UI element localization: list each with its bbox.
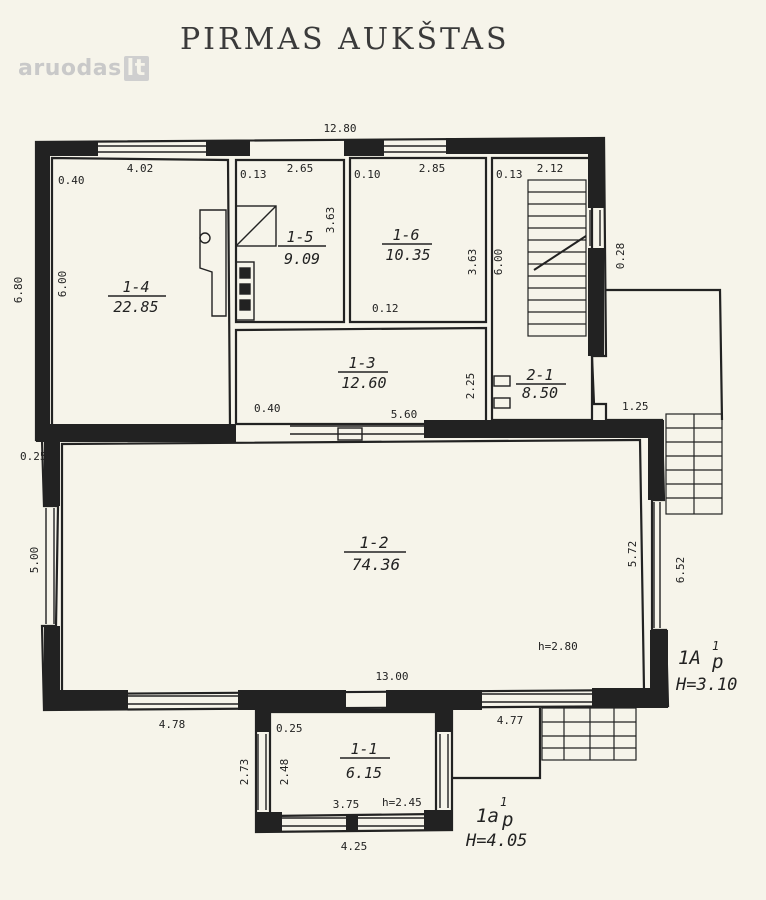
dim-wall-013-a: 0.13 bbox=[240, 168, 267, 181]
entrance-stairs bbox=[541, 707, 637, 761]
dim-hall-height-right: 5.72 bbox=[626, 541, 639, 568]
side-outline bbox=[452, 708, 542, 780]
dim-seg-477: 4.77 bbox=[497, 714, 524, 727]
dim-wall-010: 0.10 bbox=[354, 168, 381, 181]
dim-hall-bottom-width: 13.00 bbox=[375, 670, 408, 683]
dim-left-height: 6.80 bbox=[12, 277, 25, 304]
level-vest-p: p bbox=[501, 809, 513, 831]
room-1-6-id: 1-6 bbox=[392, 226, 419, 244]
dim-wall-012: 0.12 bbox=[372, 302, 399, 315]
dim-vest-outer-w: 4.25 bbox=[341, 840, 368, 853]
dim-vest-inner-h: 2.48 bbox=[278, 759, 291, 786]
windows bbox=[45, 145, 661, 827]
room-labels: 1-4 22.85 1-5 9.09 1-6 10.35 1-3 12.60 2… bbox=[108, 226, 566, 782]
room-1-6-wall bbox=[348, 156, 488, 324]
level-main-p: p bbox=[711, 651, 723, 673]
dim-room13-height: 2.25 bbox=[464, 373, 477, 400]
dim-overall-width: 12.80 bbox=[323, 122, 356, 135]
room-2-1-area: 8.50 bbox=[522, 384, 558, 402]
dim-wall-025-bottom: 0.25 bbox=[276, 722, 303, 735]
dim-room14-height: 6.00 bbox=[56, 271, 69, 298]
dim-wall-125: 1.25 bbox=[622, 400, 649, 413]
dim-wall-040-b: 0.40 bbox=[254, 402, 281, 415]
dim-room15-width: 2.65 bbox=[287, 162, 314, 175]
watermark-tld: lt bbox=[123, 56, 149, 81]
level-mark-vestibule: 1a 1 p H=4.05 bbox=[465, 795, 527, 851]
wall-fills bbox=[36, 138, 668, 832]
dim-room16-height: 3.63 bbox=[466, 249, 479, 276]
dim-hall-height-left: 5.00 bbox=[28, 547, 41, 574]
dim-wall-040-a: 0.40 bbox=[58, 174, 85, 187]
level-vest-code: 1a bbox=[476, 805, 499, 827]
dim-vest-inner-w: 3.75 bbox=[333, 798, 360, 811]
level-main-sup: 1 bbox=[712, 639, 719, 653]
room-1-3-id: 1-3 bbox=[348, 354, 375, 372]
room-2-1-id: 2-1 bbox=[526, 366, 553, 384]
terrace-stairs bbox=[665, 413, 723, 515]
dim-stair-height: 6.00 bbox=[492, 249, 505, 276]
dim-vest-ceiling: h=2.45 bbox=[382, 796, 422, 809]
room-1-4-id: 1-4 bbox=[122, 278, 149, 296]
room-1-4-area: 22.85 bbox=[113, 298, 158, 316]
level-mark-main: 1A 1 p H=3.10 bbox=[675, 639, 737, 695]
dim-room14-width: 4.02 bbox=[127, 162, 154, 175]
dim-wall-013-b: 0.13 bbox=[496, 168, 523, 181]
dim-room16-width: 2.85 bbox=[419, 162, 446, 175]
fixtures bbox=[199, 205, 511, 441]
dim-wall-028: 0.28 bbox=[614, 243, 627, 270]
dim-vest-outer-h: 2.73 bbox=[238, 759, 251, 786]
room-1-6-area: 10.35 bbox=[385, 246, 430, 264]
room-1-5-area: 9.09 bbox=[284, 250, 320, 268]
terrace-outline bbox=[606, 288, 724, 421]
dim-room15-height: 3.63 bbox=[324, 207, 337, 234]
level-main-height: H=3.10 bbox=[675, 675, 737, 695]
dim-ext-height: 6.52 bbox=[674, 557, 687, 584]
dim-room13-width: 5.60 bbox=[391, 408, 418, 421]
room-1-5-id: 1-5 bbox=[286, 228, 313, 246]
dim-stair-width: 2.12 bbox=[537, 162, 564, 175]
level-vest-height: H=4.05 bbox=[465, 831, 527, 851]
walls bbox=[34, 136, 724, 834]
watermark-brand: aruodas bbox=[18, 56, 122, 81]
dimension-labels: 12.80 4.02 2.65 2.85 2.12 0.40 0.13 0.10… bbox=[12, 122, 687, 853]
room-1-1-area: 6.15 bbox=[346, 764, 382, 782]
dim-seg-478: 4.78 bbox=[159, 718, 186, 731]
dim-hall-ceiling: h=2.80 bbox=[538, 640, 578, 653]
staircase bbox=[527, 179, 587, 337]
room-1-1-id: 1-1 bbox=[350, 740, 377, 758]
level-main-code: 1A bbox=[678, 647, 701, 669]
room-1-2-id: 1-2 bbox=[360, 533, 389, 552]
dim-wall-025-left: 0.25 bbox=[20, 450, 47, 463]
room-1-3-area: 12.60 bbox=[341, 374, 386, 392]
floor-title: PIRMAS AUKŠTAS bbox=[180, 22, 510, 57]
level-vest-sup: 1 bbox=[500, 795, 507, 809]
room-1-2-area: 74.36 bbox=[352, 555, 400, 574]
